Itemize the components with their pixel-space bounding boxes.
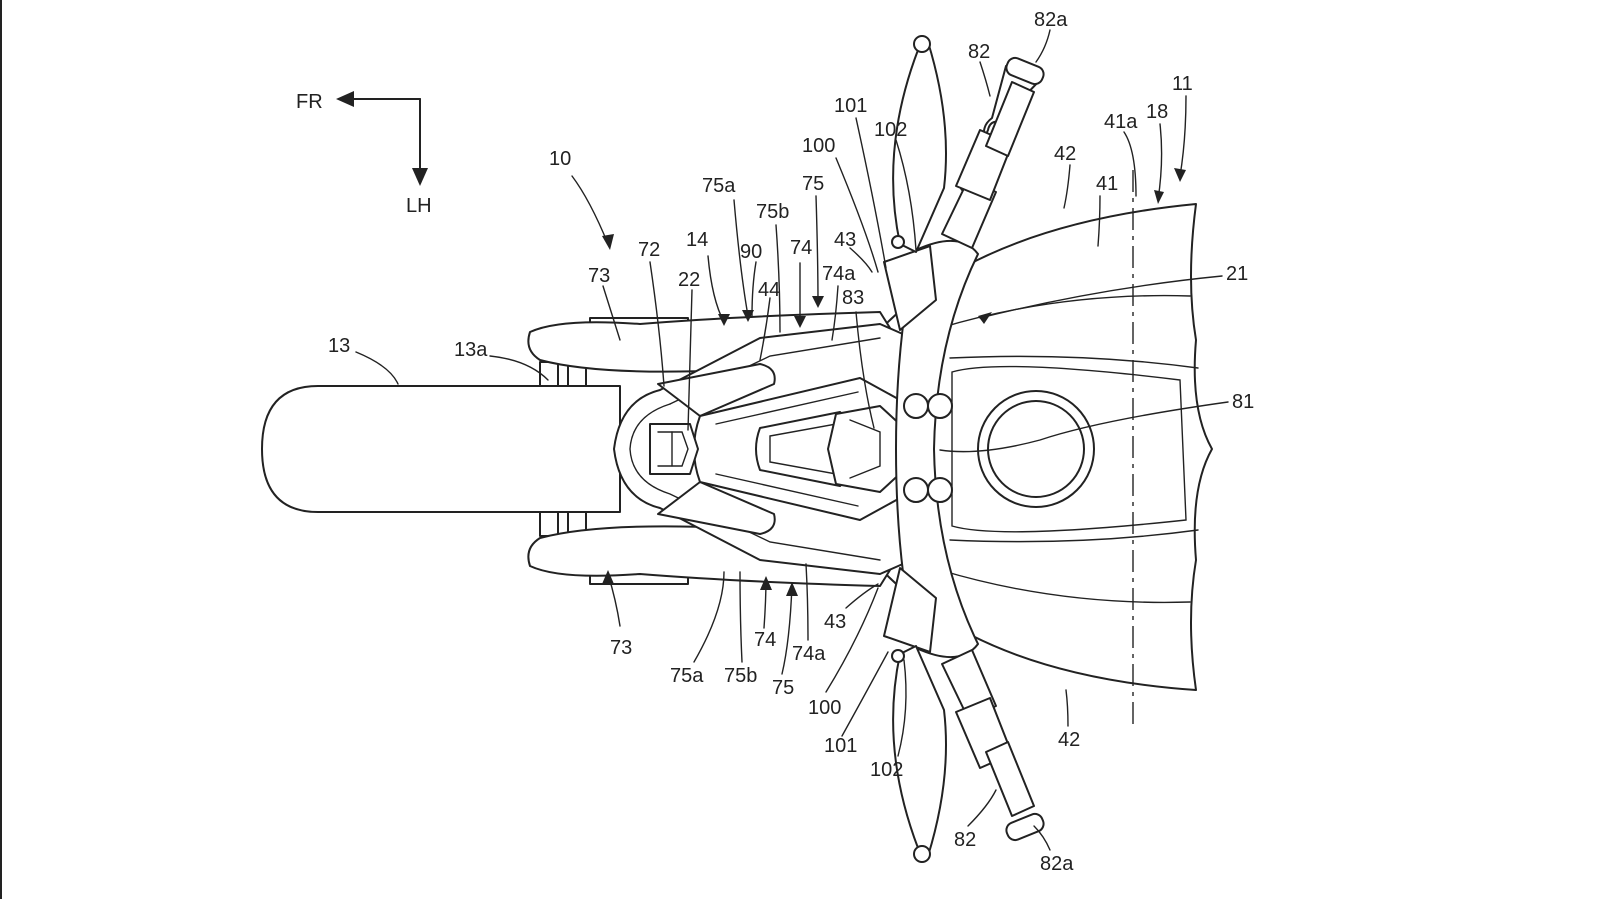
callout-102-top: 102: [874, 119, 907, 141]
direction-indicator: FR LH: [296, 91, 432, 217]
callout-75a-bottom: 75a: [670, 665, 704, 687]
leader-lines: [355, 29, 1229, 851]
callout-101-top: 101: [834, 95, 867, 117]
fr-label: FR: [296, 91, 323, 113]
callout-43-top: 43: [834, 229, 856, 251]
callout-81: 81: [1232, 391, 1254, 413]
callout-43-bottom: 43: [824, 611, 846, 633]
callout-100-bottom: 100: [808, 697, 841, 719]
callout-75a-top: 75a: [702, 175, 736, 197]
callout-101-bottom: 101: [824, 735, 857, 757]
callout-74-top: 74: [790, 237, 812, 259]
callout-75b-bottom: 75b: [724, 665, 757, 687]
grip-end-top: [1005, 56, 1045, 86]
callout-72: 72: [638, 239, 660, 261]
front-tire: [261, 385, 621, 513]
callout-10: 10: [549, 148, 571, 170]
callout-83: 83: [842, 287, 864, 309]
grip-end-bottom: [1005, 812, 1045, 842]
callout-74a-top: 74a: [822, 263, 856, 285]
callout-42-bottom: 42: [1058, 729, 1080, 751]
callout-75-top: 75: [802, 173, 824, 195]
lever-top: [892, 41, 947, 253]
callout-18: 18: [1146, 101, 1168, 123]
meter-83: [827, 405, 905, 493]
callout-44: 44: [758, 279, 780, 301]
callout-13a: 13a: [454, 339, 488, 361]
lh-arrow-head: [412, 168, 428, 186]
callout-41a: 41a: [1104, 111, 1138, 133]
callout-74a-bottom: 74a: [792, 643, 826, 665]
callout-82a-bottom: 82a: [1040, 853, 1074, 875]
callout-82-top: 82: [968, 41, 990, 63]
callout-labels: 10 11 13 13a 14 18 21 22 41 41a 42 42 43…: [328, 9, 1254, 875]
front-light-22: [649, 423, 699, 475]
callout-73-bottom: 73: [610, 637, 632, 659]
callout-74-bottom: 74: [754, 629, 776, 651]
callout-73-top: 73: [588, 265, 610, 287]
fuel-tank-body: [879, 170, 1213, 728]
fr-arrow-head: [336, 91, 354, 107]
frame-left-border: [0, 0, 2, 899]
callout-100-top: 100: [802, 135, 835, 157]
callout-21: 21: [1226, 263, 1248, 285]
callout-102-bottom: 102: [870, 759, 903, 781]
front-cowl: [527, 311, 931, 587]
lh-label: LH: [406, 195, 432, 217]
callout-13: 13: [328, 335, 350, 357]
callout-41: 41: [1096, 173, 1118, 195]
callout-75b-top: 75b: [756, 201, 789, 223]
callout-75-bottom: 75: [772, 677, 794, 699]
callout-42-top: 42: [1054, 143, 1076, 165]
callout-82a-top: 82a: [1034, 9, 1068, 31]
fuel-cap-inner: [987, 400, 1085, 498]
callout-14: 14: [686, 229, 708, 251]
callout-82-bottom: 82: [954, 829, 976, 851]
callout-11: 11: [1172, 73, 1193, 95]
lever-bottom: [892, 645, 947, 857]
callout-90: 90: [740, 241, 762, 263]
callout-22: 22: [678, 269, 700, 291]
